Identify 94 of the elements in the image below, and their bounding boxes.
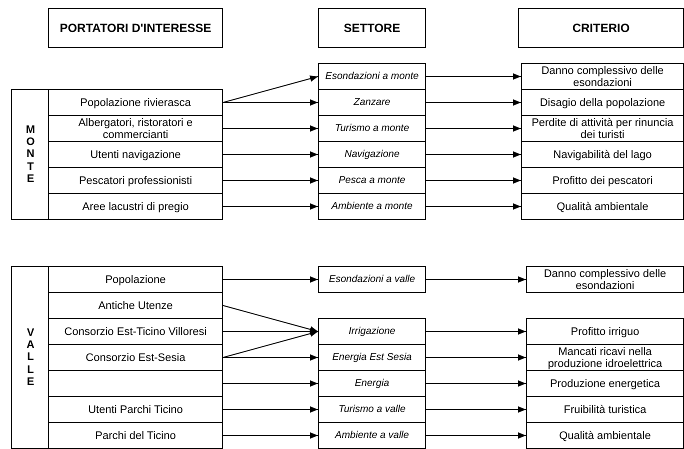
node-label: Utenti Parchi Ticino	[88, 404, 183, 416]
column-header	[48, 8, 223, 48]
sector-box	[318, 344, 426, 371]
arrow	[222, 203, 318, 210]
node-label: Albergatori, ristoratori e commercianti	[77, 116, 194, 140]
arrow	[222, 380, 318, 387]
group-box	[11, 89, 223, 220]
node-label: Disagio della popolazione	[540, 96, 666, 108]
sector-box	[318, 370, 426, 397]
arrow	[222, 177, 318, 184]
node-label: Popolazione	[105, 274, 166, 286]
node-label: Zanzare	[354, 96, 390, 108]
node-label: Energia Est Sesia	[332, 352, 412, 364]
sector-box	[318, 422, 426, 449]
group-label: MONTE	[25, 124, 36, 185]
node-label: Esondazioni a monte	[325, 70, 419, 82]
criterion-box	[521, 115, 684, 142]
node-label: Irrigazione	[348, 326, 396, 338]
arrow	[222, 76, 318, 103]
node-label: SETTORE	[344, 22, 400, 34]
node-label: Utenti navigazione	[90, 148, 181, 160]
node-label: Navigabilità del lago	[553, 148, 652, 160]
arrow	[426, 203, 522, 210]
node-label: Parchi del Ticino	[95, 430, 176, 442]
arrow	[222, 99, 318, 106]
node-label: Consorzio Est-Sesia	[86, 352, 186, 364]
criterion-box	[521, 193, 684, 220]
sector-box	[318, 318, 426, 345]
criterion-box	[526, 344, 684, 371]
node-label: Turismo a monte	[334, 122, 410, 134]
sector-box	[318, 115, 426, 142]
node-label: Qualità ambientale	[556, 200, 648, 212]
node-label: Profitto irriguo	[570, 326, 640, 338]
arrow	[426, 380, 526, 387]
node-label: Popolazione rivierasca	[80, 96, 191, 108]
criterion-box	[526, 370, 684, 397]
node-label: Consorzio Est-Ticino Villoresi	[64, 326, 207, 338]
node-label: Pesca a monte	[338, 174, 406, 186]
node-label: Aree lacustri di pregio	[82, 200, 189, 212]
arrow	[426, 177, 522, 184]
arrow	[426, 432, 526, 439]
node-label: CRITERIO	[572, 22, 630, 34]
arrow	[426, 151, 522, 158]
criterion-box	[521, 89, 684, 116]
criterion-box	[521, 63, 684, 90]
arrow	[222, 276, 318, 283]
node-label: Qualità ambientale	[559, 430, 651, 442]
node-label: Antiche Utenze	[98, 300, 173, 312]
sector-box	[318, 396, 426, 423]
node-label: Ambiente a valle	[335, 430, 409, 442]
node-label: Turismo a valle	[338, 404, 406, 416]
sector-box	[318, 63, 426, 90]
node-label: Danno complessivo delle esondazioni	[540, 64, 665, 88]
arrow	[222, 354, 318, 361]
arrow	[222, 305, 318, 332]
node-label: PORTATORI D'INTERESSE	[60, 22, 212, 34]
arrow	[426, 99, 522, 106]
node-label: Pescatori professionisti	[78, 174, 192, 186]
arrow	[222, 125, 318, 132]
group-box	[11, 266, 223, 449]
arrow	[426, 328, 526, 335]
arrow	[426, 276, 526, 283]
node-label: Mancati ricavi nella produzione idroelettrica	[546, 346, 664, 370]
arrow	[426, 73, 522, 80]
node-label: Energia	[354, 378, 390, 390]
group-label: VALLE	[26, 327, 36, 388]
node-label: Fruibilità turistica	[564, 404, 646, 416]
sector-box	[318, 266, 426, 293]
arrow	[222, 406, 318, 413]
column-header	[318, 8, 426, 48]
sector-box	[318, 141, 426, 168]
arrow	[222, 330, 318, 358]
sector-box	[318, 89, 426, 116]
criterion-box	[526, 266, 684, 293]
node-label: Profitto dei pescatori	[552, 174, 653, 186]
criterion-box	[521, 167, 684, 194]
sector-box	[318, 193, 426, 220]
node-label: Ambiente a monte	[331, 200, 413, 212]
criterion-box	[526, 396, 684, 423]
arrow	[426, 125, 522, 132]
criterion-box	[521, 141, 684, 168]
sector-box	[318, 167, 426, 194]
node-label: Perdite di attività per rinuncia dei turisti	[530, 116, 674, 140]
arrow	[222, 432, 318, 439]
node-label: Produzione energetica	[550, 378, 660, 390]
column-header	[518, 8, 684, 48]
node-label: Esondazioni a valle	[328, 274, 416, 286]
node-label: Danno complessivo delle esondazioni	[542, 268, 668, 292]
arrow	[222, 151, 318, 158]
criterion-box	[526, 318, 684, 345]
criterion-box	[526, 422, 684, 449]
node-label: Navigazione	[344, 148, 400, 160]
arrow	[426, 354, 526, 361]
arrow	[426, 406, 526, 413]
